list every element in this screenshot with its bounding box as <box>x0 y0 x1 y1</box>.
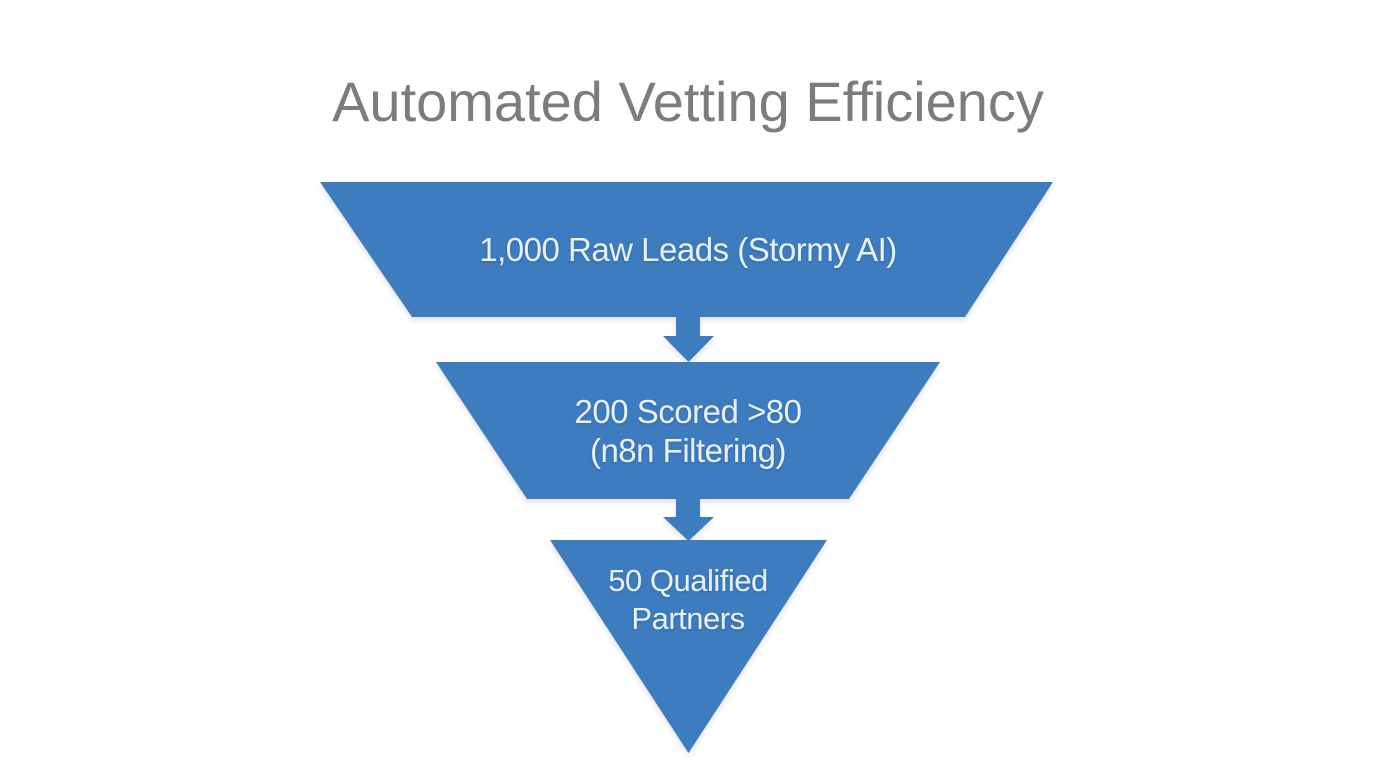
stage-2-line-2: (n8n Filtering) <box>589 432 787 469</box>
funnel-stage-2-label: 200 Scored >80 (n8n Filtering) <box>575 392 802 470</box>
funnel-stage-1-shape <box>320 182 1053 317</box>
stage-1-line-1: 1,000 Raw Leads (Stormy AI) <box>479 231 897 268</box>
stage-3-line-2: Partners <box>631 601 745 636</box>
funnel-stage-3-label: 50 Qualified Partners <box>608 562 768 638</box>
down-arrow-1-icon <box>663 315 714 362</box>
stage-3-line-1: 50 Qualified <box>608 563 768 598</box>
funnel-stage-1-label: 1,000 Raw Leads (Stormy AI) <box>479 231 897 269</box>
funnel-stage-3-shape <box>550 540 827 753</box>
funnel-stage-2-shape <box>436 362 940 499</box>
stage-2-line-1: 200 Scored >80 <box>574 393 802 430</box>
page-title: Automated Vetting Efficiency <box>332 70 1044 133</box>
down-arrow-2-icon <box>663 497 714 541</box>
